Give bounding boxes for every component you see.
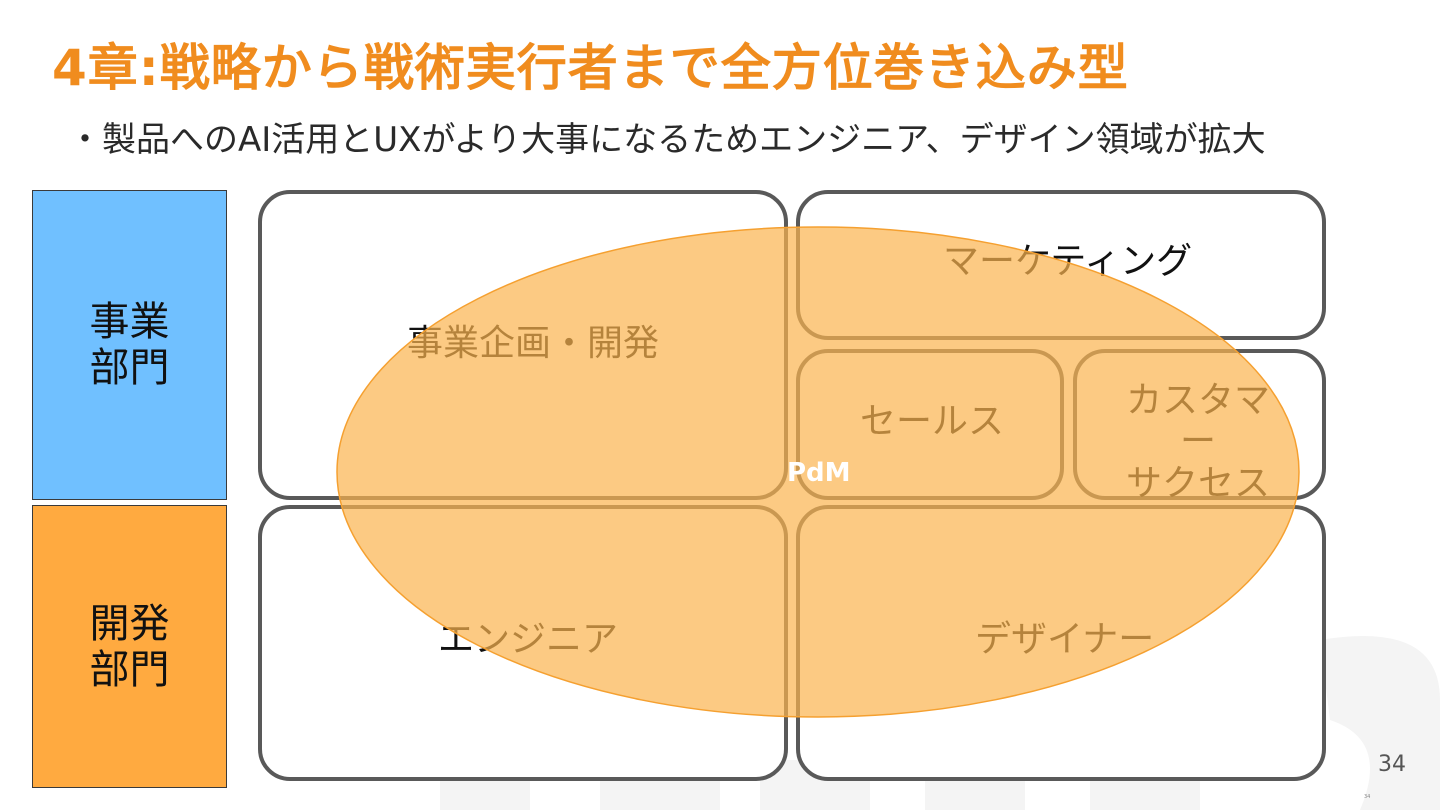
pdm-label: PdM: [787, 458, 851, 488]
page-number-small: 34: [1364, 794, 1371, 800]
slide-subtitle: ・製品へのAI活用とUXがより大事になるためエンジニア、デザイン領域が拡大: [68, 120, 1266, 160]
sales-label: セールス: [860, 401, 1005, 442]
planning-label: 事業企画・開発: [407, 323, 660, 364]
page-number: 34: [1378, 752, 1406, 777]
customer-success-label: カスタマー サクセス: [1125, 380, 1270, 504]
business-department-text: 事業 部門: [89, 299, 170, 391]
engineer-label: エンジニア: [438, 619, 619, 660]
marketing-label: マーケティング: [943, 241, 1193, 282]
development-department-text: 開発 部門: [89, 600, 170, 693]
slide-title: 4章:戦略から戦術実行者まで全方位巻き込み型: [52, 39, 1129, 97]
designer-label: デザイナー: [975, 619, 1155, 660]
development-department-label: 開発 部門: [32, 505, 227, 788]
business-department-label: 事業 部門: [32, 190, 227, 500]
